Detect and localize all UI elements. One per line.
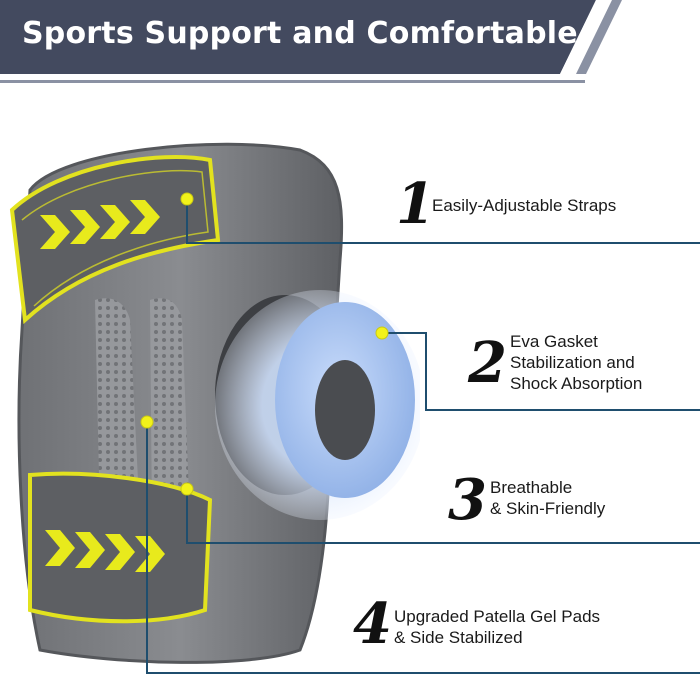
mesh-panel-left: [95, 298, 140, 532]
callout-number-3: 3: [448, 467, 487, 533]
eva-gasket-hole: [315, 360, 375, 460]
banner-title: Sports Support and Comfortable: [22, 16, 578, 51]
callout-text-4: Upgraded Patella Gel Pads & Side Stabili…: [394, 607, 601, 647]
banner-shape: [0, 0, 622, 83]
header-banner: Sports Support and Comfortable: [0, 0, 700, 90]
callout-number-2: 2: [468, 330, 507, 396]
top-strap-chevrons: [40, 200, 160, 249]
callout-number-1: 1: [396, 171, 435, 237]
callout-number-4: 4: [353, 591, 392, 657]
callout-text-1: Easily-Adjustable Straps: [432, 196, 617, 215]
callout-text-3: Breathable & Skin-Friendly: [490, 478, 606, 518]
callout-text-2: Eva Gasket Stabilization and Shock Absor…: [510, 332, 643, 393]
bottom-strap-chevrons: [45, 530, 165, 572]
